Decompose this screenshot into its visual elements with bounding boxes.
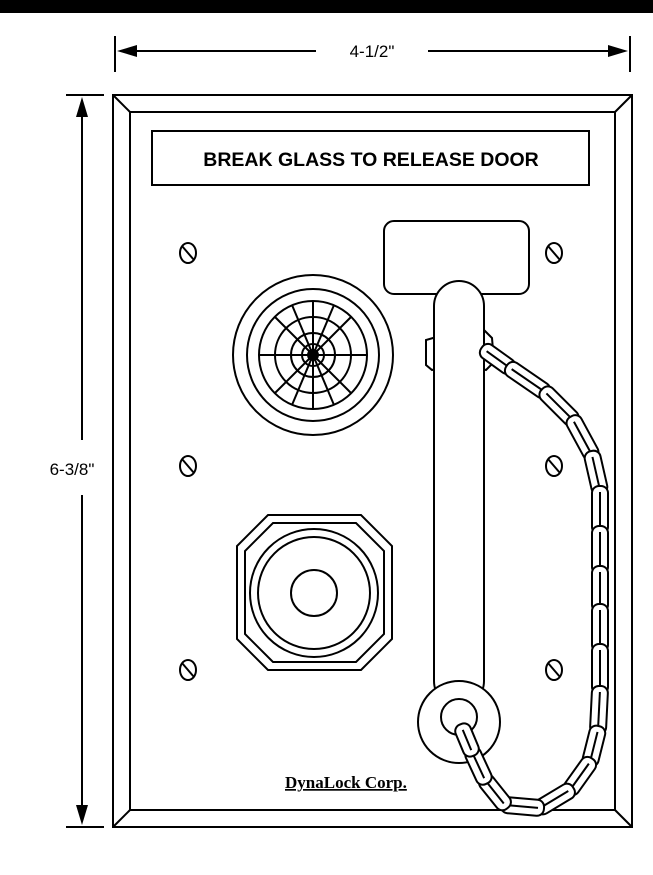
chain-link — [454, 722, 480, 758]
release-door-label: BREAK GLASS TO RELEASE DOOR — [203, 149, 539, 171]
bevel-corner-tl — [112, 94, 131, 113]
bevel-corner-tr — [614, 94, 633, 113]
width-dimension-label: 4-1/2" — [350, 42, 395, 61]
height-dimension — [66, 94, 104, 828]
pull-chain — [454, 342, 609, 817]
wall-plate — [112, 94, 633, 828]
plate-outer-edge — [112, 94, 633, 828]
label-box — [151, 130, 590, 186]
height-dimension-label: 6-3/8" — [50, 460, 95, 479]
pushbutton-icon — [236, 514, 393, 671]
width-dimension — [114, 36, 631, 72]
brand-text: DynaLock Corp. — [285, 773, 407, 792]
mounting-screws — [179, 242, 563, 681]
bevel-corner-br — [614, 809, 633, 828]
height-arrow-bottom — [76, 805, 88, 825]
plate-inner-edge — [129, 111, 616, 811]
alarm-sounder-icon — [232, 274, 394, 436]
top-border-bar — [0, 0, 653, 13]
release-handle — [383, 220, 530, 764]
screw-icon — [179, 242, 197, 264]
width-arrow-left — [117, 45, 137, 57]
screw-icon — [179, 659, 197, 681]
width-arrow-right — [608, 45, 628, 57]
height-arrow-top — [76, 97, 88, 117]
screw-icon — [179, 455, 197, 477]
chain-link — [591, 643, 609, 695]
bevel-corner-bl — [112, 809, 131, 828]
handle-bar — [433, 280, 485, 707]
screw-icon — [545, 242, 563, 264]
chain-link — [591, 565, 609, 613]
screw-icon — [545, 659, 563, 681]
screw-icon — [545, 455, 563, 477]
